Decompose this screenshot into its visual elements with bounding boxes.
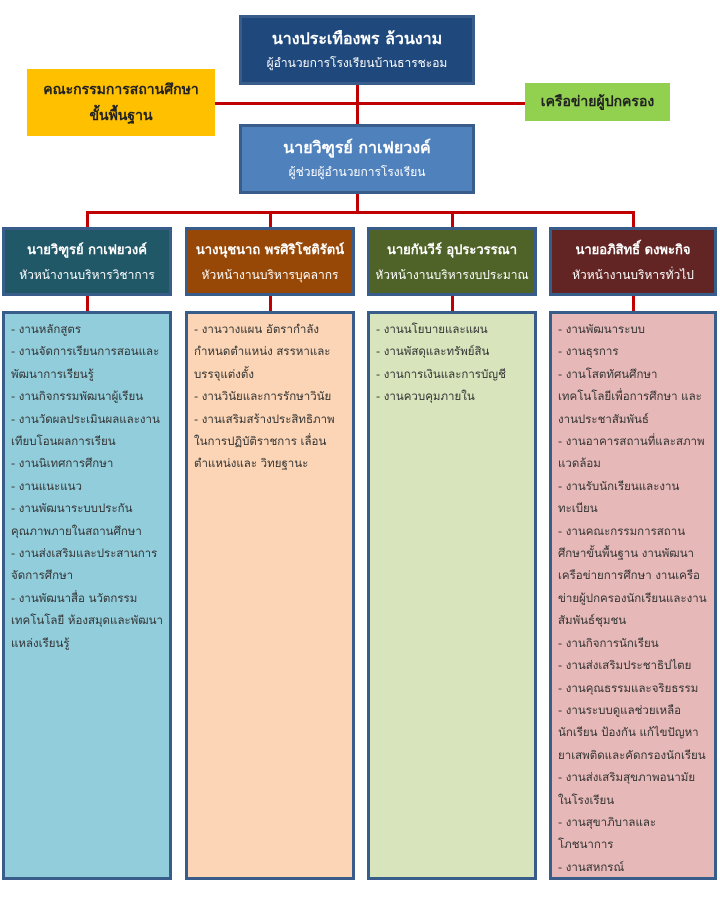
department-head-role: หัวหน้างานบริหารบุคลากร [201,267,339,282]
task-item: - งานวัดผลประเมินผลและงานเทียบโอนผลการเร… [11,411,160,449]
assistant-name: นายวิฑูรย์ กาเฟยวงค์ [283,138,431,157]
committee-box: คณะกรรมการสถานศึกษา ขั้นพื้นฐาน [27,69,215,136]
department-head-box: นางนุชนาถ พรศิริโชติรัตน์หัวหน้างานบริหา… [185,227,355,296]
connector-line [269,211,272,227]
task-item: - งานจัดการเรียนการสอนและพัฒนาการเรียนรู… [11,344,160,381]
task-item: - งานคุณธรรมและจริยธรรม [558,680,699,695]
task-item: - งานพัสดุและทรัพย์สิน [376,344,490,359]
task-item: - งานแนะแนว [11,478,82,493]
task-item: - งานพัฒนาระบบ [558,322,645,336]
director-name: นางประเทืองพร ล้วนงาม [271,29,443,48]
department-task-list: - งานหลักสูตร - งานจัดการเรียนการสอนและพั… [2,311,172,880]
department-head-role: หัวหน้างานบริหารงบประมาณ [375,267,529,282]
task-item: - งานโสตทัศนศึกษา เทคโนโลยีเพื่อการศึกษา… [558,366,702,426]
task-item: - งานระบบดูแลช่วยเหลือนักเรียน ป้องกัน แ… [558,702,706,762]
task-item: - งานวินัยและการรักษาวินัย [194,389,332,404]
task-item: - งานส่งเสริมประชาธิปไตย [558,658,692,673]
task-item: - งานส่งเสริมสุขภาพอนามัยในโรงเรียน [558,770,696,807]
department-task-list: - งานวางแผน อัตรากำลัง กำหนดตำแหน่ง สรรห… [185,311,355,880]
department-head-name: นายกันวีร์ อุประวรรณา [386,242,518,258]
department-head-role: หัวหน้างานบริหารทั่วไป [572,267,694,282]
department-head-box: นายอภิสิทธิ์ ดงพะกิจหัวหน้างานบริหารทั่ว… [549,227,717,296]
task-item: - งานพัฒนาระบบประกันคุณภาพภายในสถานศึกษา [11,501,142,538]
task-item: - งานควบคุมภายใน [376,389,475,404]
task-item: - งานคณะกรรมการสถานศึกษาขั้นพื้นฐาน งานพ… [558,523,707,628]
task-item: - งานสุขาภิบาลและโภชนาการ [558,814,657,852]
parents-network-label: เครือข่ายผู้ปกครอง [540,94,655,110]
department-task-list: - งานพัฒนาระบบ - งานธุรการ - งานโสตทัศนศึก… [549,311,717,880]
department-head-box: นายกันวีร์ อุประวรรณาหัวหน้างานบริหารงบป… [367,227,537,296]
connector-line [451,211,454,227]
task-item: - งานเสริมสร้างประสิทธิภาพในการปฏิบัติรา… [194,411,335,471]
task-item: - งานกิจกรรมพัฒนาผู้เรียน [11,389,144,404]
task-item: - งานส่งเสริมและประสานการจัดการศึกษา [11,546,158,583]
task-item: - งานรับนักเรียนและงานทะเบียน [558,478,680,516]
task-item: - งานพัฒนาสื่อ นวัตกรรม เทคโนโลยี ห้องสม… [11,590,163,650]
task-item: - งานอาคารสถานที่และสภาพแวดล้อม [558,434,705,471]
connector-line [632,211,635,227]
task-item: - งานนโยบายและแผน [376,322,488,336]
department-head-name: นางนุชนาถ พรศิริโชติรัตน์ [195,242,345,258]
connector-line [86,296,89,311]
task-item: - งานการเงินและการบัญชี [376,366,506,381]
department-head-name: นายอภิสิทธิ์ ดงพะกิจ [575,242,691,258]
task-item: - งานกิจการนักเรียน [558,635,659,650]
connector-line [269,296,272,311]
connector-line [86,211,89,227]
assistant-box: นายวิฑูรย์ กาเฟยวงค์ ผู้ช่วยผู้อำนวยการโ… [239,124,475,194]
committee-line1: คณะกรรมการสถานศึกษา [43,81,199,98]
task-item: - งานหลักสูตร [11,322,81,336]
assistant-role: ผู้ช่วยผู้อำนวยการโรงเรียน [288,165,426,179]
task-item: - งานธุรการ [558,344,619,359]
director-box: นางประเทืองพร ล้วนงาม ผู้อำนวยการโรงเรีย… [239,15,475,85]
director-role: ผู้อำนวยการโรงเรียนบ้านธารชะอม [266,56,448,70]
task-item: - งานสหกรณ์ [558,859,625,874]
department-head-name: นายวิฑูรย์ กาเฟยวงค์ [27,242,147,258]
department-task-list: - งานนโยบายและแผน - งานพัสดุและทรัพย์สิน -… [367,311,537,880]
committee-line2: ขั้นพื้นฐาน [89,107,153,124]
department-head-role: หัวหน้างานบริหารวิชาการ [19,267,155,282]
parents-network-box: เครือข่ายผู้ปกครอง [525,83,670,121]
connector-line [215,102,525,105]
connector-line [451,296,454,311]
department-head-box: นายวิฑูรย์ กาเฟยวงค์หัวหน้างานบริหารวิชา… [2,227,172,296]
connector-line [86,211,635,214]
connector-line [632,296,635,311]
task-item: - งานวางแผน อัตรากำลัง กำหนดตำแหน่ง สรรห… [194,322,331,381]
task-item: - งานนิเทศการศึกษา [11,456,114,471]
